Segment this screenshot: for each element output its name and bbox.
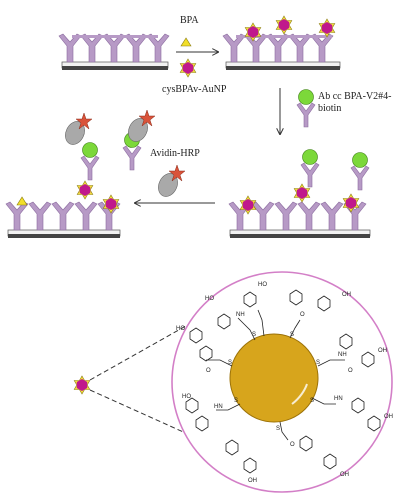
avidin-hrp-icon (154, 164, 186, 200)
cysbpav-aunp-icon (179, 58, 197, 78)
antibody-label-line-1: Ab cc BPA-V2#4- (318, 91, 392, 102)
svg-text:S: S (228, 360, 232, 366)
svg-text:HO: HO (176, 326, 185, 332)
svg-text:OH: OH (384, 414, 393, 420)
cys-bpav-aunp-label: cysBPAv-AuNP (162, 84, 227, 95)
svg-text:S: S (290, 332, 294, 338)
svg-text:HO: HO (182, 394, 191, 400)
svg-text:S: S (234, 398, 238, 404)
svg-text:NH: NH (236, 312, 245, 318)
molecule-labels: HO HO OH OH OH OH OH HO HO S S S S S S S… (176, 282, 393, 484)
svg-text:S: S (310, 398, 314, 404)
avidin-hrp-label: Avidin-HRP (150, 148, 200, 159)
svg-text:S: S (316, 360, 320, 366)
bpa-triangle-icon (180, 37, 192, 47)
plate-panel-2 (222, 15, 341, 70)
plate-panel-4 (5, 109, 156, 238)
zoom-line-bottom (89, 389, 191, 436)
svg-text:HO: HO (258, 282, 267, 288)
svg-text:NH: NH (338, 352, 347, 358)
svg-text:OH: OH (342, 292, 351, 298)
svg-text:O: O (290, 442, 295, 448)
bpa-ring-structures (185, 289, 381, 474)
svg-text:OH: OH (248, 478, 257, 484)
gold-nanoparticle (229, 333, 319, 423)
svg-text:OH: OH (340, 472, 349, 478)
linker-chains (206, 309, 345, 441)
svg-text:HN: HN (214, 404, 223, 410)
svg-text:HN: HN (334, 396, 343, 402)
svg-text:OH: OH (378, 348, 387, 354)
svg-text:S: S (252, 332, 256, 338)
svg-text:HO: HO (205, 296, 214, 302)
plate-panel-1 (58, 33, 170, 70)
svg-text:O: O (206, 368, 211, 374)
svg-text:S: S (276, 426, 280, 432)
svg-text:O: O (348, 368, 353, 374)
zoom-line-top (89, 317, 201, 381)
conjugate-small-icon (73, 375, 91, 395)
bpa-label: BPA (180, 15, 199, 26)
biotinylated-antibody-icon (296, 89, 316, 128)
svg-text:O: O (300, 312, 305, 318)
antibody-label-line-2: biotin (318, 103, 341, 114)
plate-panel-3 (228, 149, 371, 238)
